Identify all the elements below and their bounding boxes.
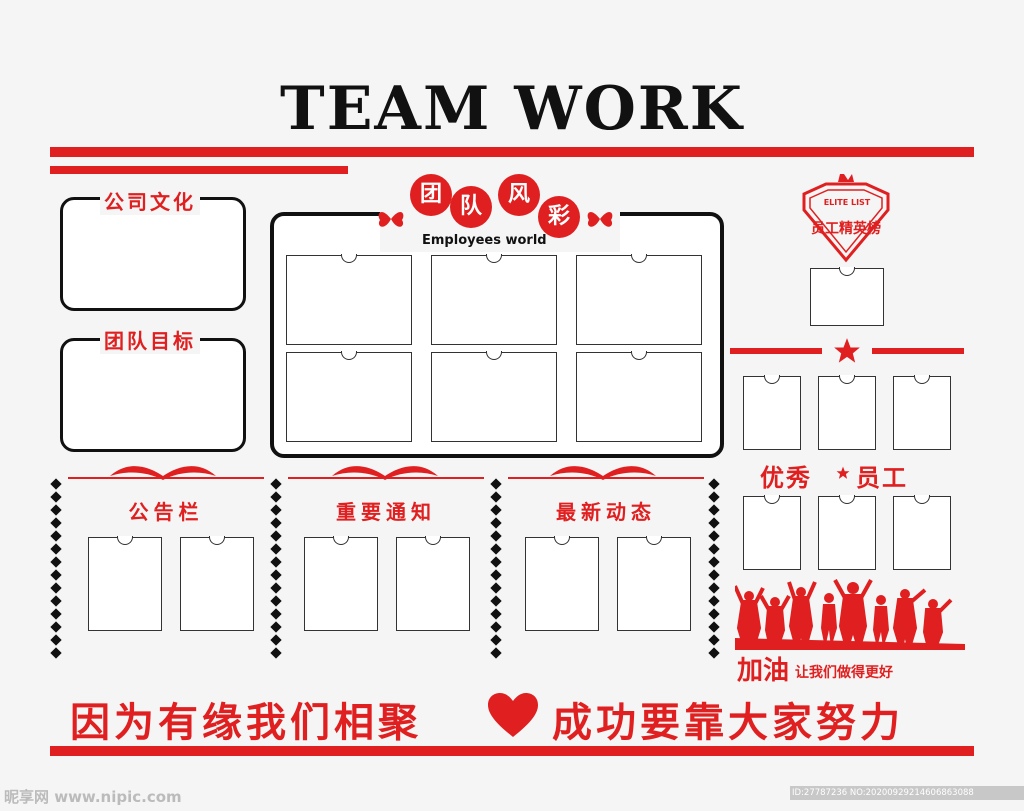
team-style-char-3: 风 [498, 174, 540, 216]
ribbon-bow-icon [110, 466, 216, 480]
elite-badge-icon [802, 174, 890, 263]
excellent-staff-right: 员工 [856, 464, 908, 492]
butterfly-left-icon [378, 212, 404, 227]
heart-icon [488, 693, 538, 737]
top-red-bar-short [50, 166, 348, 174]
diamond-column [270, 478, 282, 662]
team-goal-label: 团队目标 [100, 325, 200, 354]
notice-photo-frame [304, 536, 378, 631]
notice-photo-frame [180, 536, 254, 631]
butterfly-right-icon [587, 212, 613, 227]
cheer-big-label: 加油 [737, 656, 790, 686]
star-divider-left [730, 348, 822, 354]
slogan-right: 成功要靠大家努力 [552, 700, 904, 746]
photo-frame [431, 351, 557, 442]
excellent-staff-left: 优秀 [760, 464, 812, 492]
team-style-char-1: 团 [410, 174, 452, 216]
team-goal-box [60, 338, 246, 452]
staff-photo-frame [743, 495, 801, 570]
staff-photo-frame [818, 375, 876, 450]
diamond-column [708, 478, 720, 662]
notice-photo-frame [88, 536, 162, 631]
small-star-icon [836, 466, 850, 479]
slogan-left: 因为有缘我们相聚 [70, 700, 422, 746]
notice-photo-frame [525, 536, 599, 631]
staff-photo-frame [893, 375, 951, 450]
staff-photo-frame [818, 495, 876, 570]
photo-frame [576, 254, 702, 345]
photo-frame [431, 254, 557, 345]
top-red-bar [50, 147, 974, 157]
star-icon [834, 338, 860, 363]
ribbon-bow-icon [332, 466, 438, 480]
bulletin-header: 公告栏 [128, 500, 204, 524]
watermark-text: 昵享网 www.nipic.com [4, 788, 182, 806]
team-style-char-2: 队 [450, 186, 492, 228]
honor-roll-label: 员工精英榜 [811, 221, 881, 237]
cheer-small-label: 让我们做得更好 [795, 665, 893, 681]
cheering-crowd-icon [735, 579, 965, 650]
diamond-column [50, 478, 62, 662]
elite-list-label: ELITE LIST [823, 198, 871, 207]
company-culture-label: 公司文化 [100, 186, 200, 215]
staff-photo-frame [893, 495, 951, 570]
staff-photo-frame [743, 375, 801, 450]
page-title: TEAM WORK [280, 74, 744, 144]
diamond-column [490, 478, 502, 662]
star-divider-right [872, 348, 964, 354]
photo-frame [286, 254, 412, 345]
photo-frame [286, 351, 412, 442]
elite-photo-frame [810, 267, 884, 326]
employees-world-label: Employees world [422, 233, 547, 248]
team-style-char-4: 彩 [538, 196, 580, 238]
notice-photo-frame [617, 536, 691, 631]
photo-frame [576, 351, 702, 442]
image-id-text: ID:27787236 NO:20200929214606863088 [790, 786, 1024, 800]
bottom-red-bar [50, 746, 974, 756]
latest-news-header: 最新动态 [556, 500, 656, 524]
important-notice-header: 重要通知 [336, 500, 436, 524]
notice-photo-frame [396, 536, 470, 631]
ribbon-bow-icon [550, 466, 656, 480]
